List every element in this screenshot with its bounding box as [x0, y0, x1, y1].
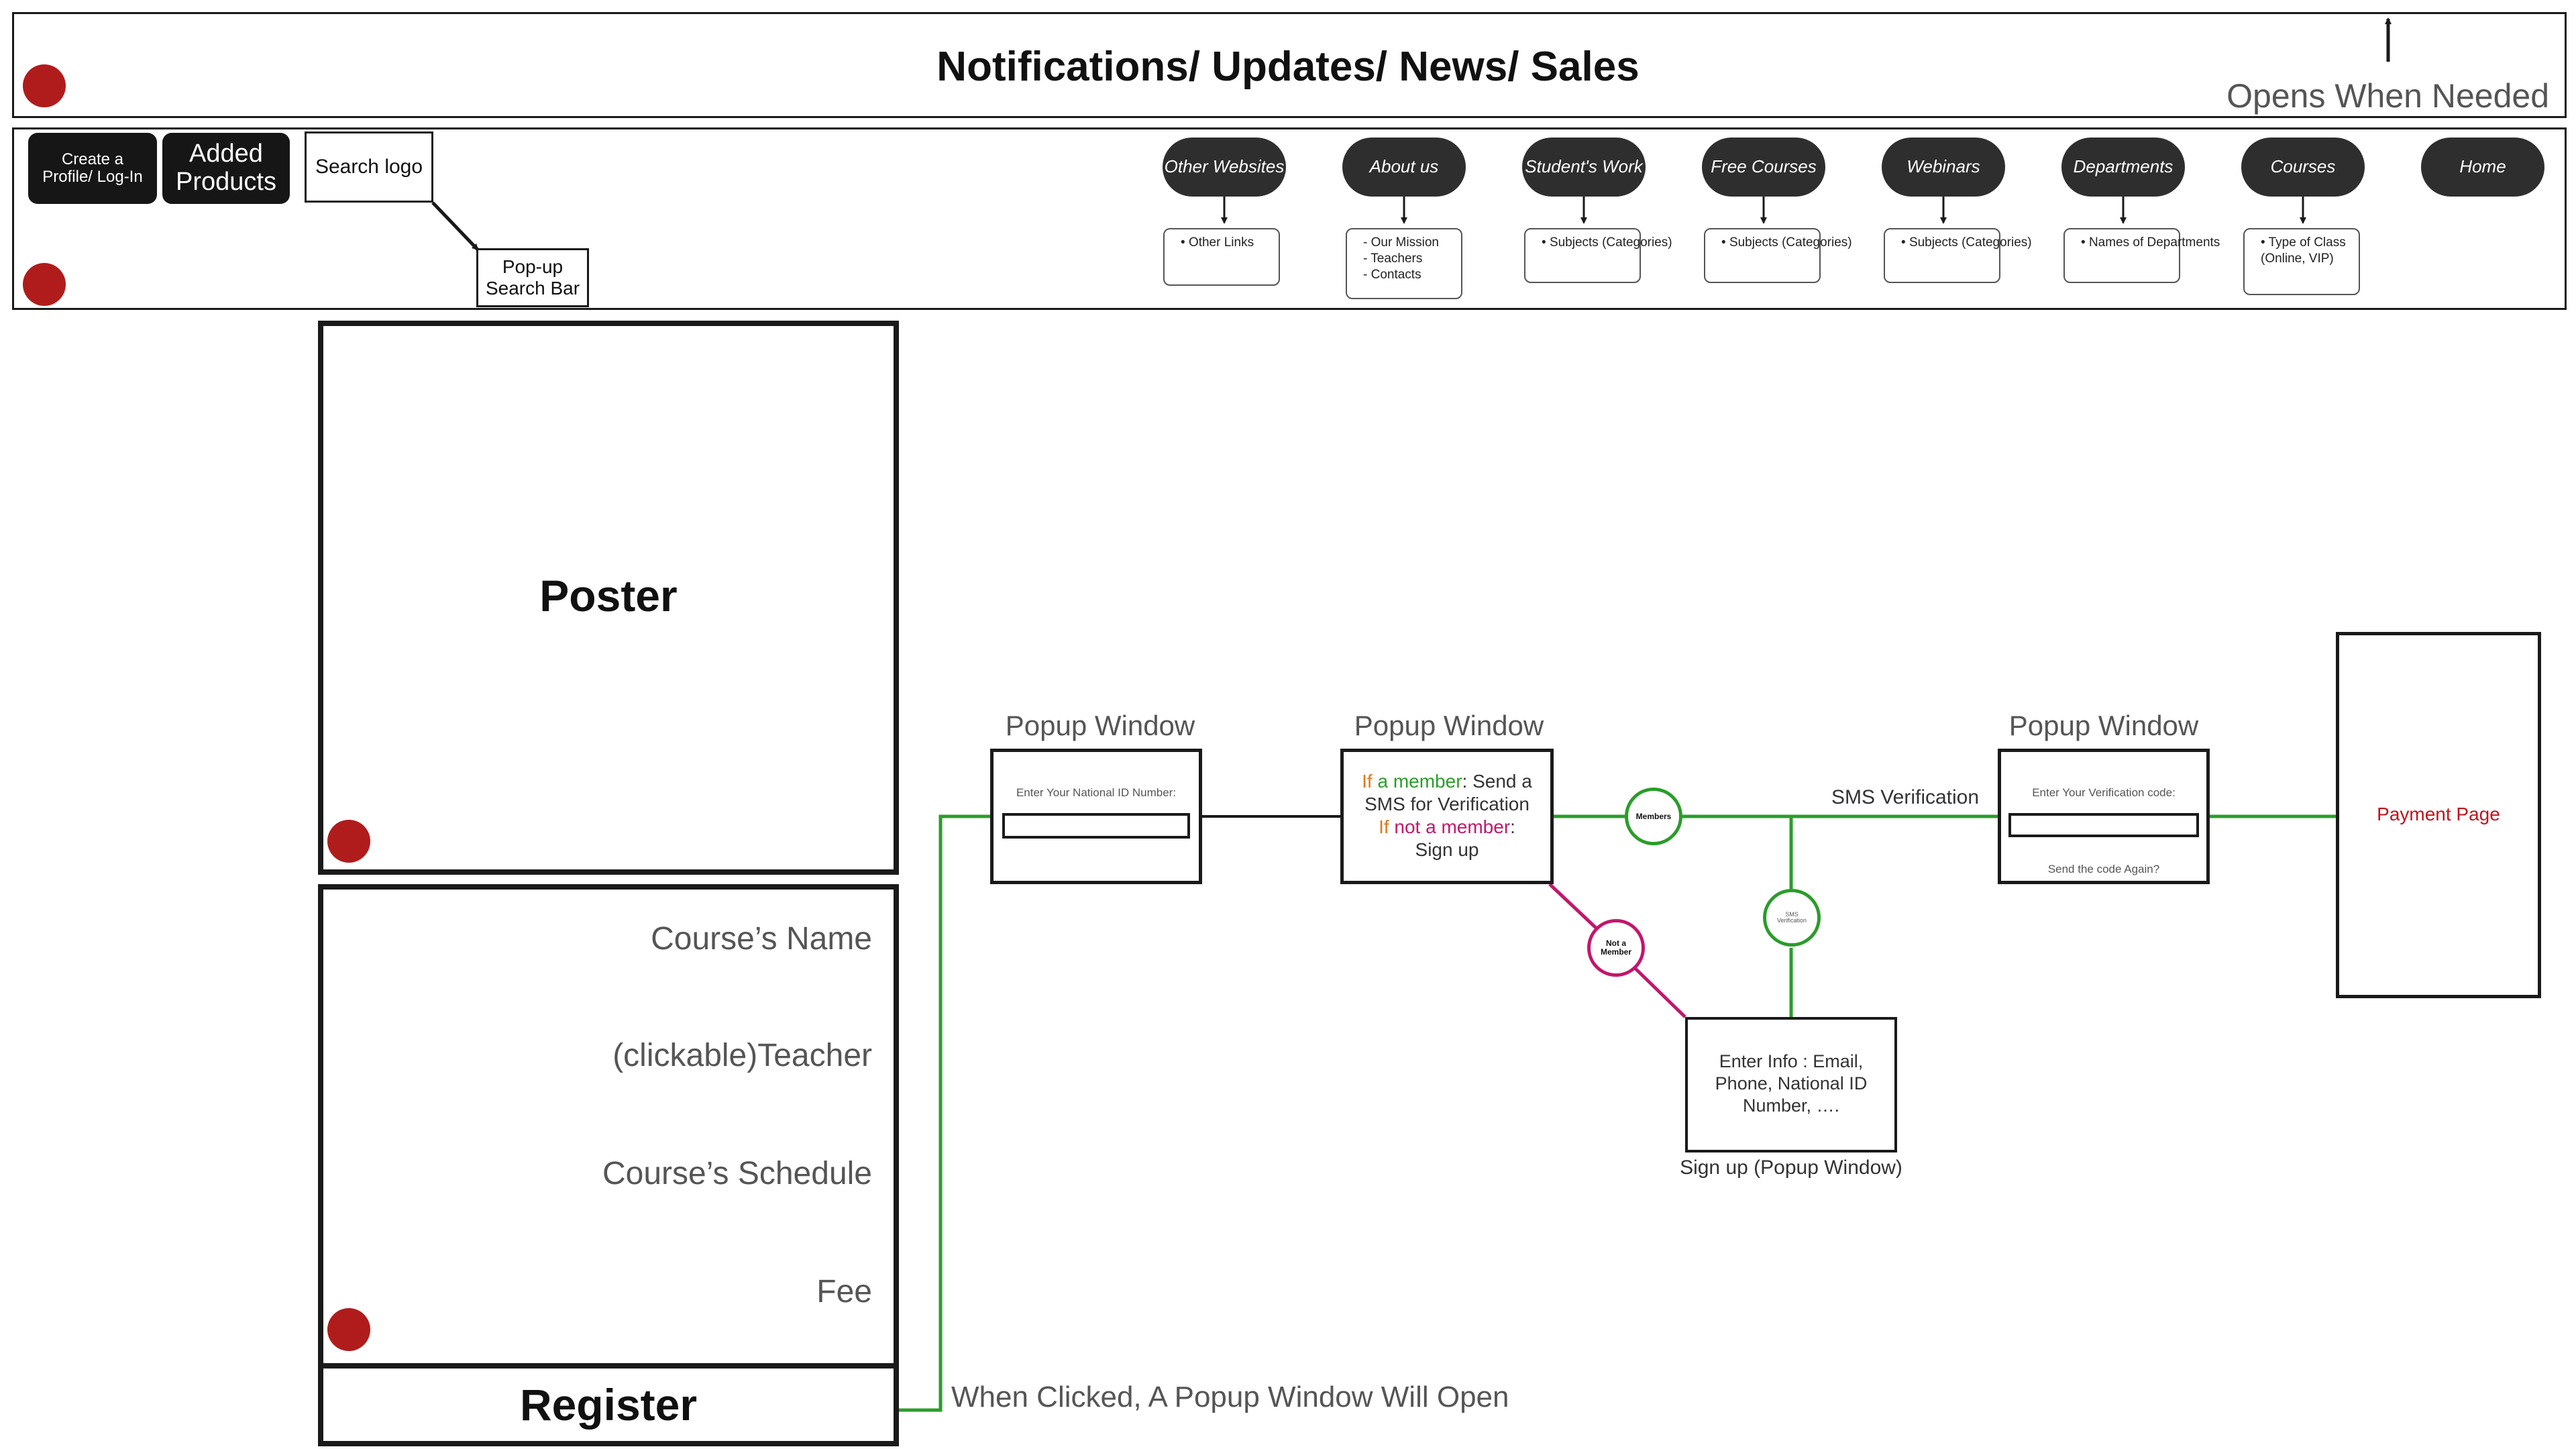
- register-note: When Clicked, A Popup Window Will Open: [951, 1381, 1509, 1413]
- nav-arrows: [1221, 196, 2306, 224]
- submenu-webinars[interactable]: • Subjects (Categories): [1884, 228, 2032, 283]
- resend-code-link[interactable]: Send the code Again?: [2047, 863, 2160, 875]
- sms-verification-circle: SMS Verification: [1763, 889, 1821, 947]
- banner-note: Opens When Needed: [2226, 77, 2549, 115]
- register-label: Register: [519, 1380, 698, 1430]
- annotation-dot: [23, 64, 66, 107]
- payment-page-label: Payment Page: [2377, 804, 2500, 824]
- register-button[interactable]: Register: [318, 1363, 899, 1446]
- popup1-label: Enter Your National ID Number:: [1016, 786, 1177, 799]
- profile-login-button[interactable]: Create a Profile/ Log-In: [28, 133, 157, 204]
- green-flow-lines: [859, 814, 2336, 1412]
- submenu-free-courses[interactable]: • Subjects (Categories): [1704, 228, 1852, 283]
- nav-pill-students-work[interactable]: Student's Work: [1522, 138, 1646, 197]
- payment-page-box[interactable]: [2336, 632, 2541, 998]
- popup2-text: If a member: Send a SMS for Verification…: [1344, 770, 1550, 862]
- popup3-title: Popup Window: [2008, 710, 2199, 741]
- course-name: Course’s Name: [651, 921, 872, 957]
- banner-title: Notifications/ Updates/ News/ Sales: [936, 44, 1640, 90]
- signup-window: [1685, 1017, 1897, 1152]
- submenu-item[interactable]: - Our Mission: [1363, 235, 1439, 250]
- popup3-label: Enter Your Verification code:: [2032, 786, 2176, 799]
- poster-box[interactable]: [318, 321, 899, 875]
- signup-line: Sign up: [1415, 839, 1479, 861]
- submenu-item[interactable]: • Subjects (Categories): [1901, 235, 2032, 250]
- annotation-dot: [327, 1308, 370, 1351]
- submenu-students-work[interactable]: • Subjects (Categories): [1524, 228, 1672, 283]
- submenu-item[interactable]: • Names of Departments: [2081, 235, 2220, 250]
- popup2-title: Popup Window: [1354, 710, 1544, 741]
- not-member-circle: Not a Member: [1587, 919, 1645, 977]
- course-schedule: Course’s Schedule: [602, 1156, 872, 1191]
- submenu-item[interactable]: • Subjects (Categories): [1721, 235, 1852, 250]
- annotation-dot: [23, 263, 66, 306]
- popup2-window: [1340, 749, 1554, 884]
- sms-verification-label: SMS Verification: [1831, 786, 1980, 808]
- popup1-title: Popup Window: [1005, 710, 1195, 741]
- nav-pill-about-us[interactable]: About us: [1342, 138, 1466, 197]
- submenu-about-us[interactable]: - Our Mission - Teachers - Contacts: [1346, 228, 1462, 299]
- submenu-item[interactable]: - Teachers: [1363, 251, 1423, 266]
- signup-caption: Sign up (Popup Window): [1680, 1157, 1902, 1179]
- members-circle: Members: [1625, 788, 1682, 845]
- submenu-item[interactable]: • Subjects (Categories): [1542, 235, 1672, 250]
- search-popup-bar[interactable]: Pop-up Search Bar: [476, 248, 589, 307]
- not-member-line: If not a member:: [1379, 816, 1515, 838]
- submenu-item[interactable]: • Other Links: [1181, 235, 1254, 250]
- teacher-link[interactable]: (clickable)Teacher: [612, 1038, 872, 1073]
- submenu-item[interactable]: - Contacts: [1363, 267, 1421, 282]
- nav-pill-home[interactable]: Home: [2421, 138, 2544, 197]
- national-id-input[interactable]: [1002, 813, 1190, 839]
- added-products-button[interactable]: Added Products: [162, 133, 290, 204]
- nav-pill-free-courses[interactable]: Free Courses: [1702, 138, 1825, 197]
- nav-pill-webinars[interactable]: Webinars: [1882, 138, 2005, 197]
- header-bar: [12, 127, 2567, 310]
- verification-code-input[interactable]: [2008, 813, 2199, 837]
- member-line: If a member: Send a SMS for Verification: [1362, 771, 1532, 815]
- signup-info-text: Enter Info : Email, Phone, National ID N…: [1715, 1051, 1868, 1116]
- search-arrow: [431, 201, 479, 251]
- annotation-dot: [327, 820, 370, 863]
- submenu-item[interactable]: • Type of Class (Online, VIP): [2261, 235, 2346, 266]
- notification-banner: [12, 12, 2567, 118]
- submenu-courses[interactable]: • Type of Class (Online, VIP): [2243, 228, 2360, 295]
- submenu-departments[interactable]: • Names of Departments: [2063, 228, 2220, 283]
- nav-pill-courses[interactable]: Courses: [2241, 138, 2365, 197]
- course-fee: Fee: [816, 1274, 872, 1309]
- poster-label: Poster: [539, 571, 678, 621]
- magenta-flow-lines: [1548, 883, 1686, 1018]
- nav-pill-departments[interactable]: Departments: [2061, 138, 2185, 197]
- nav-pill-other-websites[interactable]: Other Websites: [1163, 138, 1286, 197]
- submenu-other-websites[interactable]: • Other Links: [1163, 228, 1280, 286]
- search-logo-button[interactable]: Search logo: [305, 131, 433, 203]
